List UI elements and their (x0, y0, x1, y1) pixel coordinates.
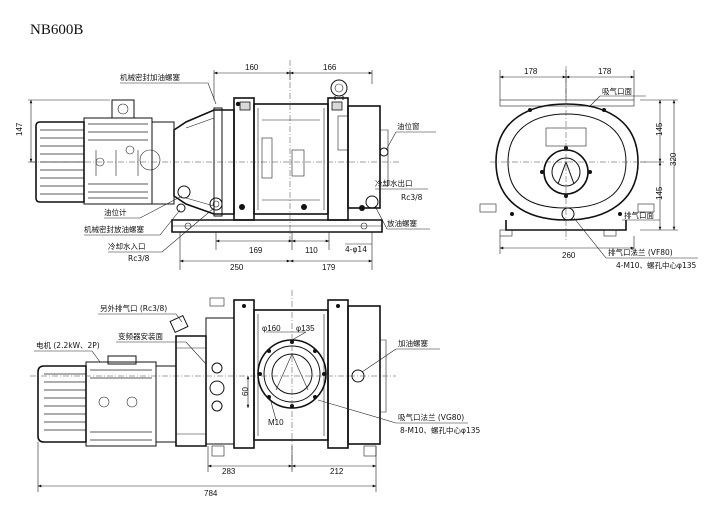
label-oil-gauge: 油位计 (104, 207, 127, 217)
top-dimensions: 160 166 147 169 110 250 179 (15, 63, 373, 272)
bottom-view: φ160 φ135 60 M10 283 212 784 另外排气口 (Rc3/… (30, 290, 480, 498)
dim-784: 784 (204, 489, 218, 498)
dim-283: 283 (222, 467, 236, 476)
drawing-title: NB600B (30, 22, 83, 38)
side-dimensions: 178 178 145 145 320 260 (499, 67, 678, 260)
label-oil-fill-screw: 加油螺塞 (398, 338, 428, 348)
dim-320: 320 (669, 152, 678, 166)
dim-60: 60 (241, 387, 250, 396)
label-outlet-bolts: 4-M10、螺孔中心φ135 (616, 260, 696, 270)
top-base-plate (30, 60, 400, 240)
label-extra-exhaust: 另外排气口 (Rc3/8) (100, 303, 167, 313)
bottom-dimensions: φ160 φ135 60 M10 283 212 784 (37, 324, 377, 498)
side-view: 178 178 145 145 320 260 吸气口面 排气口面 排气口法兰 … (479, 66, 698, 270)
dim-260: 260 (562, 251, 576, 260)
label-oil-window: 油位窗 (397, 121, 420, 131)
label-seal-drain-screw: 机械密封放油螺塞 (84, 224, 144, 234)
dim-166: 166 (323, 63, 337, 72)
label-inlet-face: 吸气口面 (602, 86, 632, 96)
top-pump-body (209, 79, 389, 221)
label-cooling-inlet-thread: Rc3/8 (128, 254, 150, 263)
label-inlet-flange: 吸气口法兰 (VG80) (398, 412, 464, 422)
dim-160: 160 (245, 63, 259, 72)
dim-250: 250 (230, 263, 244, 272)
dim-169: 169 (249, 246, 263, 255)
dim-phi160: φ160 (262, 324, 281, 333)
label-seal-fill-screw: 机械密封加油螺塞 (120, 72, 180, 82)
label-cooling-outlet-thread: Rc3/8 (401, 193, 423, 202)
label-inlet-bolts: 8-M10、螺孔中心φ135 (400, 425, 480, 435)
dim-178a: 178 (524, 67, 538, 76)
dim-178b: 178 (598, 67, 612, 76)
dim-phi135: φ135 (296, 324, 315, 333)
top-view: 160 166 147 169 110 250 179 机械密封加油螺塞 油位计… (15, 60, 436, 272)
dim-145b: 145 (655, 186, 664, 200)
side-labels: 吸气口面 排气口面 排气口法兰 (VF80) 4-M10、螺孔中心φ135 (573, 86, 698, 270)
dim-212: 212 (330, 467, 344, 476)
label-m10: M10 (268, 418, 284, 427)
label-motor: 电机 (2.2kW、2P) (36, 340, 100, 350)
side-body (479, 66, 655, 240)
top-labels: 机械密封加油螺塞 油位计 机械密封放油螺塞 冷却水入口 Rc3/8 油位窗 冷却… (84, 72, 436, 263)
label-mounting-holes: 4-φ14 (345, 245, 367, 254)
dim-110: 110 (305, 246, 318, 255)
label-inverter-face: 变频器安装面 (118, 331, 163, 341)
dim-145a: 145 (655, 122, 664, 136)
bottom-gear-housing (169, 297, 235, 447)
bottom-labels: 另外排气口 (Rc3/8) 电机 (2.2kW、2P) 变频器安装面 加油螺塞 … (34, 303, 480, 435)
dim-179: 179 (322, 263, 336, 272)
label-cooling-water-inlet: 冷却水入口 (108, 241, 146, 251)
label-outlet-flange: 排气口法兰 (VF80) (608, 247, 673, 257)
label-cooling-water-outlet: 冷却水出口 (375, 178, 413, 188)
bottom-motor (37, 355, 177, 447)
bottom-pump-body (30, 290, 396, 470)
label-outlet-face: 排气口面 (624, 210, 654, 220)
label-drain-screw: 放油螺塞 (387, 218, 417, 228)
top-motor (35, 99, 175, 205)
dim-147: 147 (15, 122, 24, 136)
